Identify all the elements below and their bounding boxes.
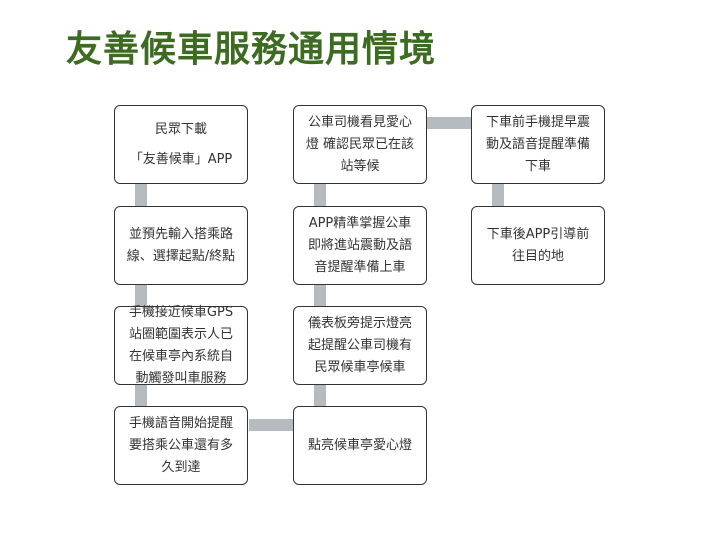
step-text-line: 動觸發叫車服務 xyxy=(135,370,227,386)
step-text-line: 久到達 xyxy=(161,459,201,475)
step-text-line: 點亮候車亭愛心燈 xyxy=(307,437,412,453)
step-navigate-destination: 下車後APP引導前 往目的地 xyxy=(471,206,605,285)
step-text-line: 下車前手機提早震 xyxy=(485,114,590,130)
step-text-line: 燈 確認民眾已在該 xyxy=(305,136,415,152)
connector-s2-s3 xyxy=(135,285,147,307)
step-text-line: 站圈範圍表示人已 xyxy=(128,326,233,342)
step-app-boarding-alert: APP精準掌握公車 即將進站震動及語 音提醒準備上車 xyxy=(293,206,427,285)
step-text-line: 民眾候車亭候車 xyxy=(314,359,406,375)
step-text-line: 往目的地 xyxy=(511,248,564,264)
step-text-line: 要搭乘公車還有多 xyxy=(128,437,233,453)
step-text-line: 民眾下載 xyxy=(154,121,207,137)
step-text-line: 起提醒公車司機有 xyxy=(307,337,412,353)
page-title: 友善候車服務通用情境 xyxy=(66,29,437,70)
step-text-line: APP精準掌握公車 xyxy=(308,215,412,231)
step-alight-alert: 下車前手機提早震 動及語音提醒準備 下車 xyxy=(471,105,605,184)
connector-s6-s7 xyxy=(314,285,326,307)
connector-s4-s5 xyxy=(249,419,294,431)
step-text-line: 手機接近候車GPS xyxy=(128,304,234,320)
step-download-app: 民眾下載 「友善候車」APP xyxy=(114,105,248,184)
step-gps-trigger: 手機接近候車GPS 站圈範圍表示人已 在候車亭內系統自 動觸發叫車服務 xyxy=(114,305,248,386)
step-text-line: 站等候 xyxy=(340,158,380,174)
connector-s3-s4 xyxy=(135,385,147,407)
connector-s7-s8 xyxy=(314,183,326,207)
step-dashboard-indicator: 儀表板旁提示燈亮 起提醒公車司機有 民眾候車亭候車 xyxy=(293,306,427,385)
step-voice-reminder: 手機語音開始提醒 要搭乘公車還有多 久到達 xyxy=(114,406,248,485)
step-text-line: 手機語音開始提醒 xyxy=(128,415,233,431)
step-text-line: 線、選擇起點/終點 xyxy=(126,248,236,264)
step-text-line: 即將進站震動及語 xyxy=(307,237,412,253)
connector-s9-s10 xyxy=(492,183,504,207)
step-enter-route: 並預先輸入搭乘路 線、選擇起點/終點 xyxy=(114,206,248,285)
step-text-line: 下車後APP引導前 xyxy=(486,226,590,242)
step-text-line: 音提醒準備上車 xyxy=(314,259,406,275)
step-text-line: 儀表板旁提示燈亮 xyxy=(307,315,412,331)
connector-s5-s6 xyxy=(314,385,326,407)
step-driver-confirms: 公車司機看見愛心 燈 確認民眾已在該 站等候 xyxy=(293,105,427,184)
step-text-line: 並預先輸入搭乘路 xyxy=(128,226,233,242)
connector-s8-s9 xyxy=(427,117,472,129)
step-text-line: 公車司機看見愛心 xyxy=(307,114,412,130)
step-text-line: 動及語音提醒準備 xyxy=(485,136,590,152)
step-text-line: 下車 xyxy=(524,158,551,174)
connector-s1-s2 xyxy=(135,183,147,207)
step-text-line: 在候車亭內系統自 xyxy=(128,348,233,364)
step-light-heart-lamp: 點亮候車亭愛心燈 xyxy=(293,406,427,485)
step-text-line: 「友善候車」APP xyxy=(129,151,233,167)
